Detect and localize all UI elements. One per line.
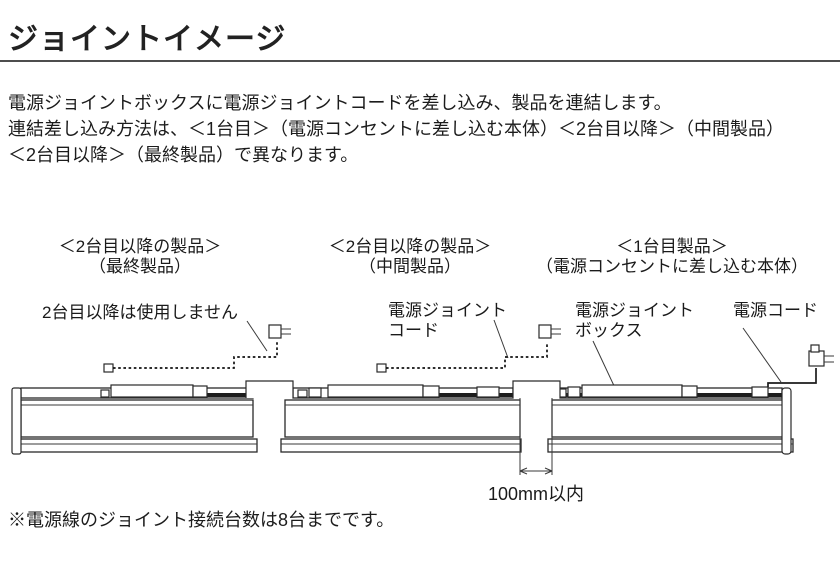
cord-mount-block (751, 386, 769, 398)
plug-prongs (281, 328, 291, 335)
note-text: ※電源線のジョイント接続台数は8台までです。 (8, 510, 395, 530)
joint-diagram-svg: ＜2台目以降の製品＞ （最終製品） ＜2台目以降の製品＞ （中間製品） ＜1台目… (11, 237, 834, 504)
dimension-label: 100mm以内 (488, 484, 584, 504)
product-sublabel-final: （最終製品） (89, 257, 191, 276)
callout-joint-box-line2: ボックス (575, 321, 643, 340)
cord-connector-icon (376, 363, 387, 373)
intro-line-3: ＜2台目以降＞（最終製品）で異なります。 (8, 145, 359, 165)
joint-box (327, 384, 424, 398)
product-label-first: ＜1台目製品＞ (616, 237, 727, 256)
leader-line-unused (246, 320, 268, 352)
dim-arrow-right (544, 467, 553, 475)
power-plug-icon (808, 350, 825, 367)
product-sublabel-first: （電源コンセントに差し込む本体） (536, 257, 808, 276)
joint-diagram: ＜2台目以降の製品＞ （最終製品） ＜2台目以降の製品＞ （中間製品） ＜1台目… (0, 220, 840, 520)
product-label-middle: ＜2台目以降の製品＞ (329, 237, 491, 256)
product-drawing-middle (280, 384, 522, 453)
leader-line-joint-cord (493, 319, 509, 359)
product-drawing-final (11, 384, 258, 455)
joint-cord-middle (376, 324, 561, 373)
end-cap-right (781, 387, 792, 455)
joint-plug-icon (268, 324, 282, 339)
product-drawing-first (547, 384, 794, 455)
intro-paragraph: 電源ジョイントボックスに電源ジョイントコードを差し込み、製品を連結します。 連結… (8, 90, 784, 168)
joint-box (581, 384, 683, 398)
product-sublabel-middle: （中間製品） (359, 257, 461, 276)
callout-joint-box-line1: 電源ジョイント (575, 301, 694, 320)
plug-prongs (824, 355, 834, 363)
end-cap-left (11, 387, 22, 455)
joint-cord-unused (103, 324, 291, 373)
connector-stub-icon (297, 389, 308, 398)
page-title: ジョイントイメージ (8, 23, 287, 56)
connector-stub-icon (100, 389, 110, 398)
callout-power-cord: 電源コード (733, 301, 818, 320)
leader-line-power-cord (742, 327, 782, 383)
dim-arrow-left (519, 467, 528, 475)
joint-box (110, 384, 194, 398)
leader-line-joint-box (592, 340, 617, 391)
title-underline (0, 60, 840, 62)
intro-line-2: 連結差し込み方法は、＜1台目＞（電源コンセントに差し込む本体）＜2台目以降＞（中… (8, 119, 785, 139)
product-label-final: ＜2台目以降の製品＞ (59, 237, 221, 256)
cord-connector-icon (103, 363, 114, 373)
callout-joint-cord-line1: 電源ジョイント (388, 301, 507, 320)
plug-prongs (551, 328, 561, 335)
power-cord (767, 344, 834, 387)
joint-plug-icon (538, 324, 552, 339)
callout-joint-cord-line2: コード (388, 321, 439, 340)
gap-dimension: 100mm以内 (488, 398, 584, 504)
joint-tab-a (245, 380, 294, 398)
intro-line-1: 電源ジョイントボックスに電源ジョイントコードを差し込み、製品を連結します。 (8, 93, 672, 113)
callout-unused: 2台目以降は使用しません (42, 302, 238, 322)
joint-tab-b (512, 380, 561, 398)
